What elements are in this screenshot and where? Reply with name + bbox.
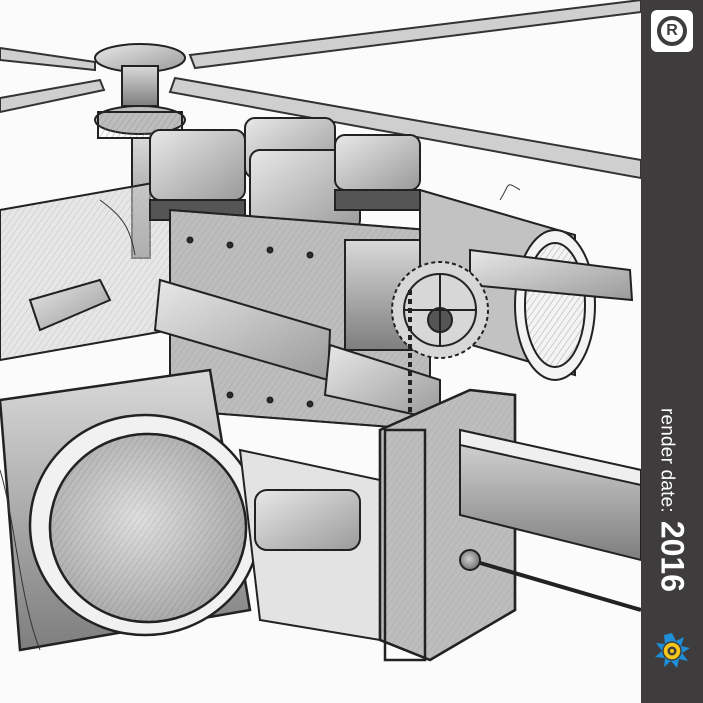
engine-frame — [0, 178, 171, 362]
artwork — [0, 0, 641, 662]
circle-r-logo-icon: R — [651, 10, 693, 52]
logo-letter: R — [657, 16, 687, 46]
render-date-caption: render date: 2016 — [654, 408, 691, 592]
sidebar: R render date: 2016 — [641, 0, 703, 703]
render-date-year: 2016 — [654, 520, 691, 593]
render-date-label: render date: — [656, 407, 678, 513]
front-drum — [0, 368, 262, 652]
machine-illustration — [0, 0, 641, 662]
rotor-blades — [0, 0, 641, 180]
lower-housing — [238, 448, 381, 642]
blue-splash-sticker-icon — [655, 633, 690, 668]
chain-box — [378, 388, 517, 662]
side-beam — [459, 428, 641, 612]
sketch-lines — [0, 184, 521, 651]
